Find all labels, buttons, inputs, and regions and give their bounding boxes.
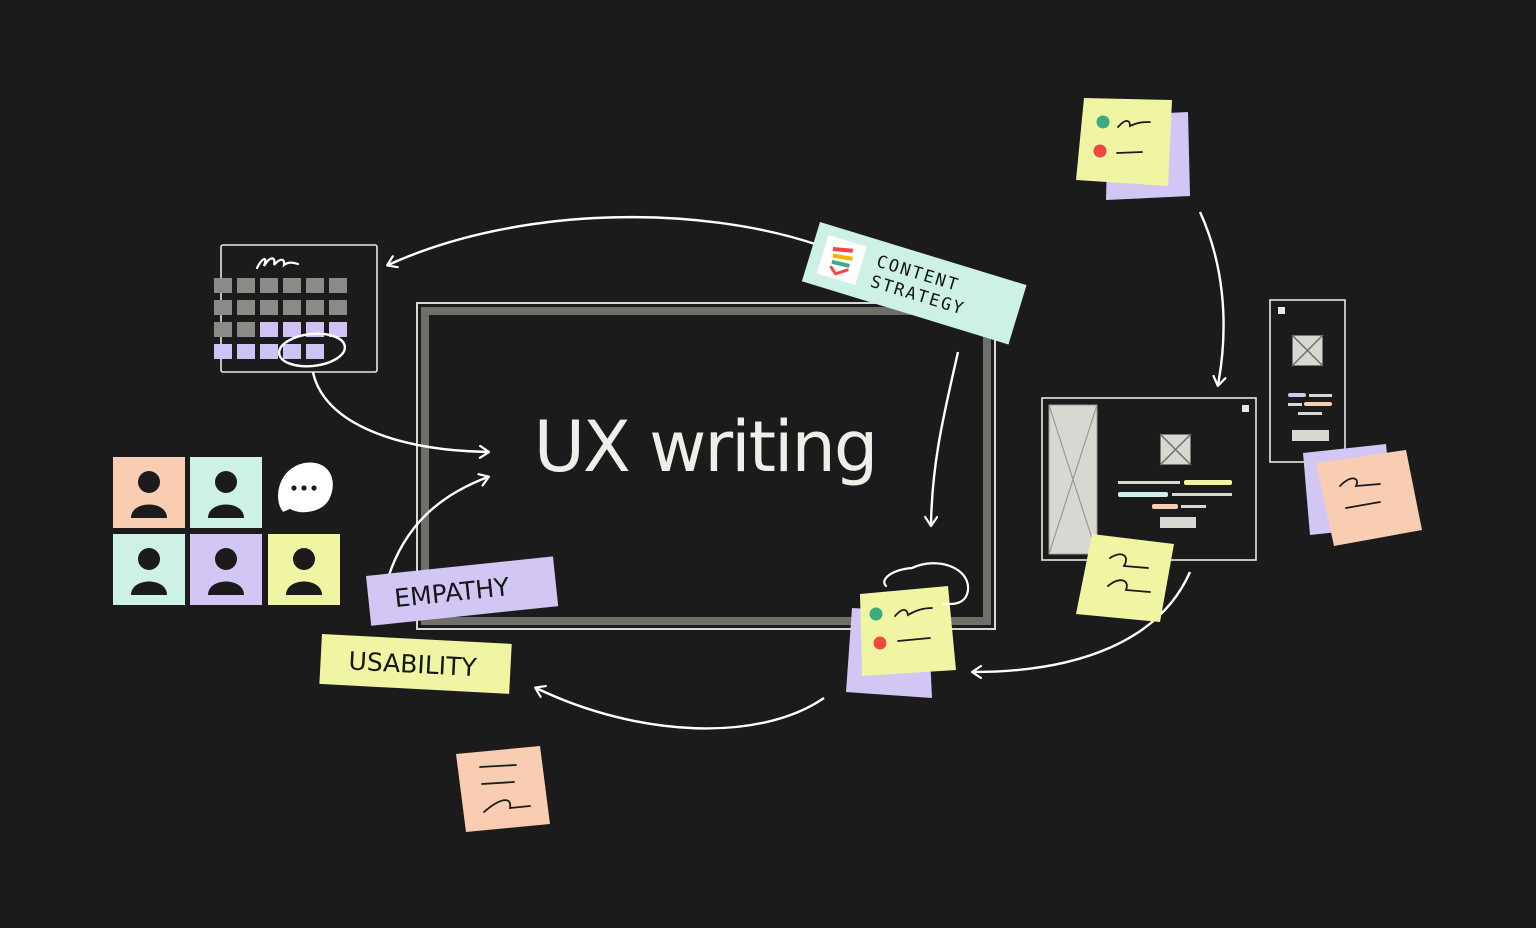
arrow-empathy-to-board <box>386 477 488 579</box>
chat-icon <box>275 460 335 517</box>
arrow-top-sticky-to-wireframe <box>1198 211 1224 385</box>
wireframe-mobile <box>1269 299 1346 463</box>
person-icon <box>131 471 322 595</box>
arrow-wireframe-to-sticky <box>973 571 1192 672</box>
sticky-note-peach-bottom <box>456 746 550 832</box>
central-board <box>416 302 996 630</box>
content-strategy-logo-icon <box>816 235 867 286</box>
content-strategy-tag: CONTENT STRATEGY <box>801 222 1027 345</box>
usability-tag: USABILITY <box>319 634 512 694</box>
arrow-calendar-to-board <box>310 365 488 452</box>
sticky-note-stack-top <box>1076 98 1190 200</box>
sticky-note-yellow-wireframe <box>1076 534 1174 622</box>
arrow-content-to-sticky <box>931 351 960 525</box>
sticky-note-stack-bottom <box>846 562 970 698</box>
arrow-content-to-calendar <box>388 215 819 265</box>
people-grid <box>113 457 340 605</box>
main-title: UX writing <box>533 406 879 488</box>
sticky-note-stack-right <box>1303 444 1422 546</box>
calendar-icon <box>214 244 378 373</box>
wireframe-desktop <box>1041 397 1257 561</box>
arrow-sticky-to-usability <box>536 688 825 730</box>
